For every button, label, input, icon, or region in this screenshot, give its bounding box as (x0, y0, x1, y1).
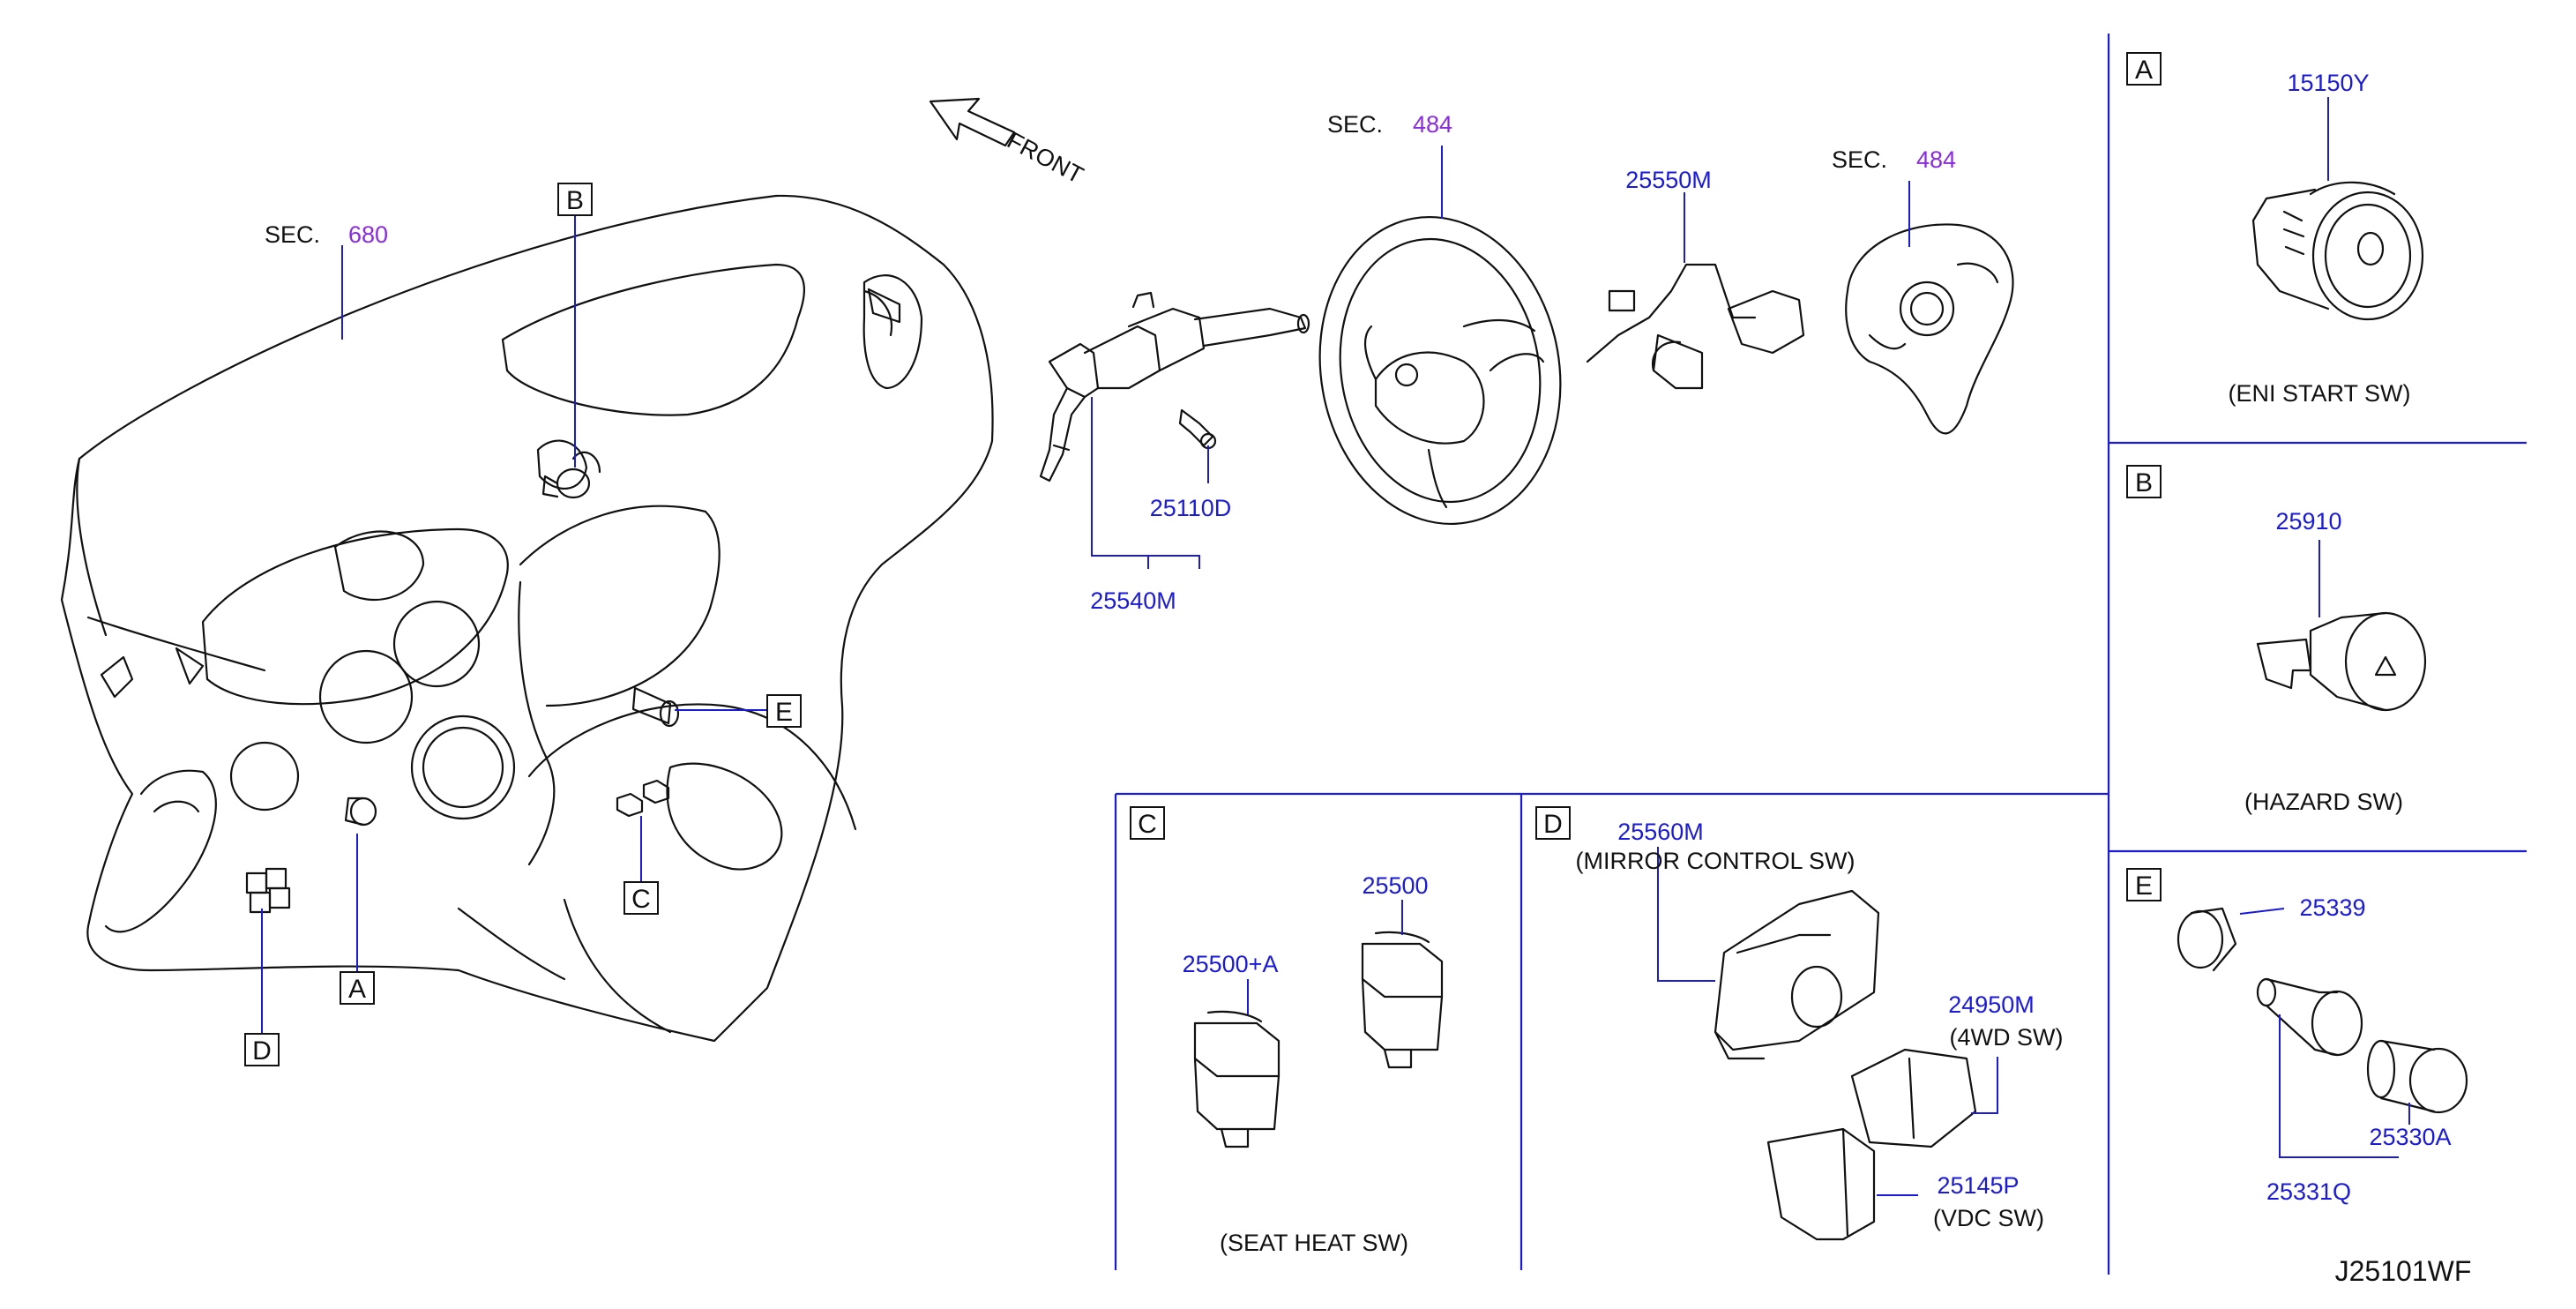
callout-d-dash: D (252, 1036, 272, 1066)
part-number-25145P: 25145P (1937, 1172, 2019, 1199)
callout-box-e-dash (766, 694, 802, 728)
caption-mirror-control-switch: (MIRROR CONTROL SW) (1576, 848, 1855, 874)
part-number-25910: 25910 (2275, 508, 2341, 535)
callout-box-b-dash (557, 183, 593, 216)
part-number-15150Y: 15150Y (2287, 70, 2369, 96)
callout-e-dash: E (775, 698, 793, 727)
callout-e-panel: E (2135, 871, 2153, 901)
callout-b-panel: B (2135, 468, 2153, 497)
callout-c-dash: C (631, 885, 651, 914)
callout-box-a-dash (340, 971, 375, 1005)
sec-484-bag-prefix: SEC. (1832, 146, 1887, 173)
sec-680-number: 680 (348, 221, 388, 248)
callout-d-panel: D (1543, 810, 1563, 839)
combination-switch-drawing (1039, 291, 1310, 482)
hazard-switch-drawing (2256, 611, 2427, 712)
caption-seat-heat-switch: (SEAT HEAT SW) (1220, 1230, 1408, 1256)
part-number-25110D: 25110D (1150, 495, 1232, 521)
vdc-switch-drawing (1766, 1127, 1876, 1241)
sec-484-wheel-prefix: SEC. (1327, 111, 1383, 138)
callout-box-c-dash (623, 881, 659, 915)
part-number-25550M: 25550M (1625, 167, 1712, 193)
callout-box-d-dash (244, 1033, 280, 1066)
steering-switch-drawing (1586, 263, 1805, 390)
part-number-25331Q: 25331Q (2266, 1178, 2351, 1205)
callout-a-panel: A (2135, 56, 2153, 85)
part-number-25330A: 25330A (2369, 1124, 2451, 1150)
section-frames (1114, 34, 2527, 1275)
sec-484-wheel-number: 484 (1413, 111, 1452, 138)
front-arrow-icon (929, 97, 1016, 147)
leader-lines (261, 97, 2410, 1196)
sec-484-bag-number: 484 (1916, 146, 1956, 173)
caption-hazard-switch: (HAZARD SW) (2244, 789, 2403, 815)
callout-box-b-panel (2126, 465, 2162, 498)
caption-eni-start-switch: (ENI START SW) (2228, 380, 2410, 407)
drawing-number: J25101WF (2335, 1255, 2472, 1287)
air-bag-module-drawing (1845, 223, 2014, 435)
callout-box-d-panel (1535, 806, 1571, 840)
engine-start-switch-drawing (2251, 181, 2424, 321)
callout-box-a-panel (2126, 52, 2162, 86)
part-number-25339: 25339 (2299, 894, 2365, 921)
callout-box-e-panel (2126, 868, 2162, 901)
part-number-25500: 25500 (1362, 872, 1428, 899)
dashboard-drawing (60, 194, 994, 1043)
callout-a-dash: A (348, 975, 366, 1004)
power-socket-drawing (2177, 907, 2468, 1114)
caption-4wd-switch: (4WD SW) (1950, 1024, 2064, 1051)
seat-heat-switch-drawing (1193, 931, 1444, 1148)
sec-680-prefix: SEC. (265, 221, 320, 248)
mirror-control-switch-drawing (1714, 889, 1880, 1060)
caption-vdc-switch: (VDC SW) (1933, 1205, 2044, 1231)
part-number-25500A: 25500+A (1183, 951, 1279, 977)
steering-wheel-drawing (1318, 215, 1562, 526)
callout-b-dash: B (566, 186, 584, 215)
callout-c-panel: C (1138, 810, 1157, 839)
part-number-25560M: 25560M (1617, 819, 1704, 845)
fourwd-switch-drawing (1850, 1048, 1977, 1148)
part-number-24950M: 24950M (1948, 991, 2035, 1018)
front-label: FRONT (1003, 127, 1087, 189)
part-number-25540M: 25540M (1090, 587, 1176, 614)
callout-box-c-panel (1130, 806, 1165, 840)
